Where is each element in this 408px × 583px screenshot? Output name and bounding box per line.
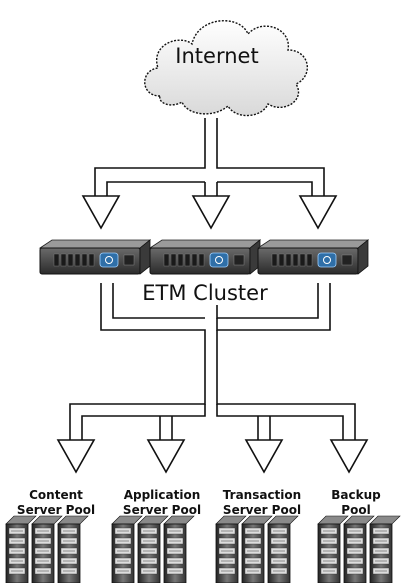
rack-server-icon bbox=[256, 239, 370, 275]
pool-label-line1: Application bbox=[123, 488, 201, 502]
pool-label-backup: Backup Pool bbox=[306, 488, 406, 518]
cluster-arrowheads bbox=[81, 195, 338, 230]
pool-label-line2: Server Pool bbox=[16, 503, 96, 517]
server-rack-icon bbox=[215, 515, 299, 583]
pool-label-line1: Content bbox=[29, 488, 83, 502]
pool-label-content: Content Server Pool bbox=[6, 488, 106, 518]
internet-connector bbox=[94, 118, 325, 196]
etm-cluster-devices bbox=[38, 239, 370, 275]
cloud-icon bbox=[144, 20, 309, 117]
pool-label-transaction: Transaction Server Pool bbox=[212, 488, 312, 518]
server-rack-icon bbox=[317, 515, 401, 583]
server-pool-devices bbox=[5, 515, 401, 583]
pool-label-line1: Transaction bbox=[222, 488, 302, 502]
rack-server-icon bbox=[38, 239, 152, 275]
server-rack-icon bbox=[111, 515, 195, 583]
etm-cluster-label: ETM Cluster bbox=[142, 281, 268, 305]
pool-label-line2: Server Pool bbox=[222, 503, 302, 517]
server-rack-icon bbox=[5, 515, 89, 583]
cluster-connector bbox=[69, 283, 356, 440]
pool-label-application: Application Server Pool bbox=[112, 488, 212, 518]
pool-label-line2: Server Pool bbox=[122, 503, 202, 517]
internet-label: Internet bbox=[175, 44, 259, 68]
pool-arrowheads bbox=[56, 439, 369, 474]
rack-server-icon bbox=[148, 239, 262, 275]
pool-label-line2: Pool bbox=[341, 503, 371, 517]
pool-label-line1: Backup bbox=[331, 488, 381, 502]
